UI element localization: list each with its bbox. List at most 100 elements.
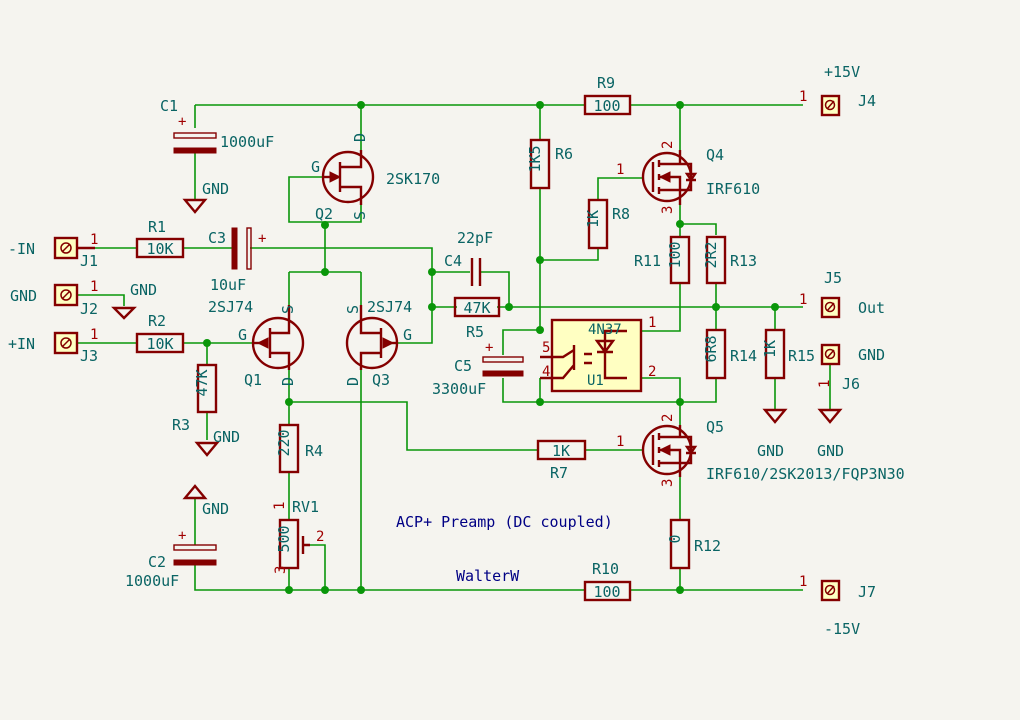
connector-j7[interactable]: J7 -15V 1 xyxy=(799,574,876,638)
resistor-r9[interactable]: 100 R9 xyxy=(583,74,632,116)
transistor-ref: Q2 xyxy=(315,205,333,223)
mosfet-q5[interactable]: 1 2 3 Q5 IRF610/2SK2013/FQP3N30 xyxy=(616,414,905,487)
capacitor-ref: C1 xyxy=(160,97,178,115)
resistor-value: 10K xyxy=(146,335,173,353)
resistor-value: 220 xyxy=(275,429,293,456)
mosfet-q4[interactable]: 1 2 3 Q4 IRF610 xyxy=(616,141,760,214)
polarity-plus: + xyxy=(178,114,186,130)
resistor-value: 1K xyxy=(552,442,570,460)
resistor-ref: R14 xyxy=(730,347,757,365)
capacitor-c3[interactable]: C3 + 10uF xyxy=(208,227,266,294)
transistor-ref: Q1 xyxy=(244,371,262,389)
resistor-value: 1K xyxy=(584,210,602,228)
pin-s: S xyxy=(344,305,362,314)
polarity-plus: + xyxy=(258,231,266,247)
connector-j2[interactable]: GND J2 1 xyxy=(10,279,98,318)
pin-number: 1 xyxy=(272,502,288,510)
pin-number: 1 xyxy=(90,327,98,343)
resistor-value: 1K xyxy=(761,340,779,358)
resistor-r3[interactable]: 47K R3 xyxy=(172,363,218,434)
connector-ref: J1 xyxy=(80,252,98,270)
potentiometer-rv1[interactable]: 500 RV1 1 2 3 xyxy=(272,498,324,574)
pin-d: D xyxy=(344,377,362,386)
resistor-ref: R10 xyxy=(592,560,619,578)
resistor-r6[interactable]: 1K5 R6 xyxy=(526,138,573,190)
connector-ref: J6 xyxy=(842,375,860,393)
resistor-value: 10K xyxy=(146,240,173,258)
pin-number: 2 xyxy=(316,529,324,545)
resistor-r4[interactable]: 220 R4 xyxy=(275,423,323,474)
connector-j6[interactable]: GND J6 1 xyxy=(817,343,885,393)
pin-number: 4 xyxy=(542,364,550,380)
resistor-r5[interactable]: 47K R5 xyxy=(453,296,501,341)
transistor-value: 2SK170 xyxy=(386,170,440,188)
pin-g: G xyxy=(311,158,320,176)
connector-ref: J5 xyxy=(824,269,842,287)
connector-ref: J2 xyxy=(80,300,98,318)
capacitor-c2[interactable]: C2 + 1000uF xyxy=(125,528,217,590)
resistor-value: 47K xyxy=(193,369,211,396)
connector-ref: J7 xyxy=(858,583,876,601)
capacitor-value: 3300uF xyxy=(432,380,486,398)
capacitor-ref: C5 xyxy=(454,357,472,375)
capacitor-c1[interactable]: C1 + 1000uF xyxy=(160,97,274,154)
pin-s: S xyxy=(279,305,297,314)
connector-j5[interactable]: J5 Out 1 xyxy=(799,269,885,319)
resistor-ref: R1 xyxy=(148,218,166,236)
capacitor-c4[interactable]: 22pF C4 xyxy=(444,229,493,286)
connector-label: +15V xyxy=(824,63,860,81)
jfet-q3[interactable]: G S D Q3 2SJ74 xyxy=(344,298,412,389)
jfet-q1[interactable]: G S D Q1 2SJ74 xyxy=(208,298,305,389)
optocoupler-u1[interactable]: 4N37 U1 5 4 1 2 xyxy=(540,315,656,393)
pin-number: 1 xyxy=(799,89,807,105)
connector-label: +IN xyxy=(8,335,35,353)
resistor-r8[interactable]: 1K R8 xyxy=(584,198,630,250)
resistor-r10[interactable]: 100 R10 xyxy=(583,560,632,602)
gnd-label: GND xyxy=(213,428,240,446)
jfet-q2[interactable]: G D S Q2 2SK170 xyxy=(311,133,440,223)
pin-number: 3 xyxy=(660,206,676,214)
resistor-ref: R12 xyxy=(694,537,721,555)
polarity-plus: + xyxy=(178,528,186,544)
capacitor-ref: C4 xyxy=(444,252,462,270)
resistor-ref: R7 xyxy=(550,464,568,482)
gnd-symbols: GND GND GND GND GND GND xyxy=(111,180,844,518)
resistor-r15[interactable]: 1K R15 xyxy=(761,328,815,380)
resistor-ref: R9 xyxy=(597,74,615,92)
pin-number: 2 xyxy=(648,364,656,380)
pin-number: 3 xyxy=(273,566,289,574)
polarity-plus: + xyxy=(485,340,493,356)
connector-label: Out xyxy=(858,299,885,317)
pin-g: G xyxy=(238,326,247,344)
resistor-r14[interactable]: 6R8 R14 xyxy=(702,328,757,380)
resistor-r13[interactable]: 2R2 R13 xyxy=(702,235,757,285)
potentiometer-ref: RV1 xyxy=(292,498,319,516)
resistor-r12[interactable]: 0 R12 xyxy=(666,518,721,570)
transistor-ref: Q5 xyxy=(706,418,724,436)
resistor-value: 100 xyxy=(666,241,684,268)
connector-j1[interactable]: -IN J1 1 xyxy=(8,232,98,270)
connector-j3[interactable]: +IN J3 1 xyxy=(8,327,98,365)
optocoupler-value: 4N37 xyxy=(588,322,622,338)
resistor-r2[interactable]: 10K R2 xyxy=(135,312,185,354)
connector-label: -15V xyxy=(824,620,860,638)
pin-number: 2 xyxy=(660,414,676,422)
resistor-ref: R6 xyxy=(555,145,573,163)
connector-label: GND xyxy=(10,287,37,305)
resistor-r1[interactable]: 10K R1 xyxy=(135,218,185,259)
capacitor-value: 1000uF xyxy=(220,133,274,151)
pin-number: 3 xyxy=(660,479,676,487)
resistor-value: 47K xyxy=(463,299,490,317)
schematic-title: ACP+ Preamp (DC coupled) xyxy=(396,513,613,531)
capacitor-c5[interactable]: C5 + 3300uF xyxy=(432,340,524,398)
resistor-r11[interactable]: 100 R11 xyxy=(634,235,691,285)
pin-number: 1 xyxy=(799,292,807,308)
connector-j4[interactable]: +15V J4 1 xyxy=(799,63,876,117)
transistor-value: IRF610 xyxy=(706,180,760,198)
resistor-r7[interactable]: 1K R7 xyxy=(536,439,587,482)
pin-number: 1 xyxy=(90,279,98,295)
resistor-ref: R2 xyxy=(148,312,166,330)
junctions xyxy=(203,101,779,594)
resistor-value: 6R8 xyxy=(702,335,720,362)
